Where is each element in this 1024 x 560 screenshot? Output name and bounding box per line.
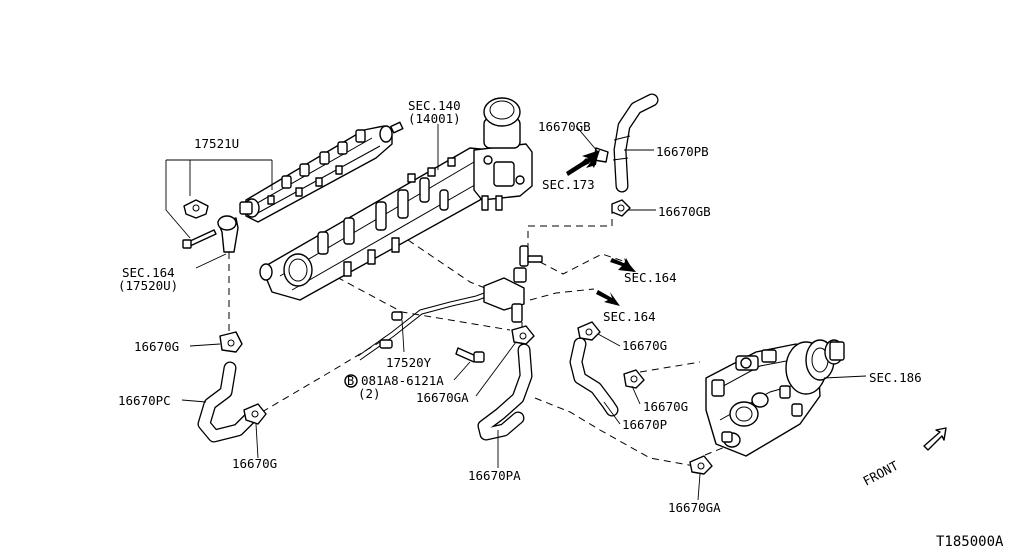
label-16670g-right-2: 16670G	[643, 399, 688, 414]
label-bolt-qty: (2)	[358, 386, 381, 401]
sec164-arrow-1	[610, 256, 636, 272]
label-16670g-right-1: 16670G	[622, 338, 667, 353]
hose-16670pb	[593, 93, 659, 217]
hose-16670pc	[197, 331, 267, 443]
label-16670pc: 16670PC	[118, 393, 171, 408]
label-16670g-bottom: 16670G	[232, 456, 277, 471]
fuel-rail-assembly	[239, 97, 533, 301]
figure-id: T185000A	[936, 534, 1004, 550]
sec164-arrow-2	[596, 290, 620, 306]
manifold-bosses	[317, 157, 456, 277]
label-sec140: SEC.140	[408, 98, 461, 113]
label-16670ga-mid: 16670GA	[416, 390, 469, 405]
leader-lines	[165, 124, 867, 501]
label-17520y: 17520Y	[386, 355, 432, 370]
label-16670pa: 16670PA	[468, 468, 521, 483]
hose-16670p	[569, 321, 645, 417]
front-arrow	[923, 427, 947, 451]
clip-17521u	[182, 199, 239, 253]
rail-injector-ports	[267, 129, 366, 205]
injection-pump	[689, 339, 845, 475]
label-16670gb-top: 16670GB	[538, 119, 591, 134]
label-bolt-circle: B	[347, 374, 354, 388]
part-labels: 17521U SEC.140 (14001) 16670GB 16670PB S…	[118, 98, 1004, 550]
label-sec164-left: SEC.164	[122, 265, 175, 280]
label-16670ga-bottom: 16670GA	[668, 500, 721, 515]
label-sec164-left-sub: (17520U)	[118, 278, 178, 293]
label-bolt-part: 081A8-6121A	[361, 373, 444, 388]
label-16670p: 16670P	[622, 417, 667, 432]
label-sec173: SEC.173	[542, 177, 595, 192]
label-sec186: SEC.186	[869, 370, 922, 385]
label-sec164-right-2: SEC.164	[603, 309, 656, 324]
hose-16670pa	[477, 325, 535, 441]
label-16670g-left: 16670G	[134, 339, 179, 354]
label-17521u: 17521U	[194, 136, 239, 151]
label-front: FRONT	[860, 458, 901, 489]
label-16670pb: 16670PB	[656, 144, 709, 159]
label-16670gb-mid: 16670GB	[658, 204, 711, 219]
bolt-circle-marker	[344, 374, 358, 388]
sec173-arrow	[566, 150, 600, 176]
label-sec140-sub: (14001)	[408, 111, 461, 126]
label-sec164-right-1: SEC.164	[624, 270, 677, 285]
pipe-17520y	[357, 245, 543, 363]
